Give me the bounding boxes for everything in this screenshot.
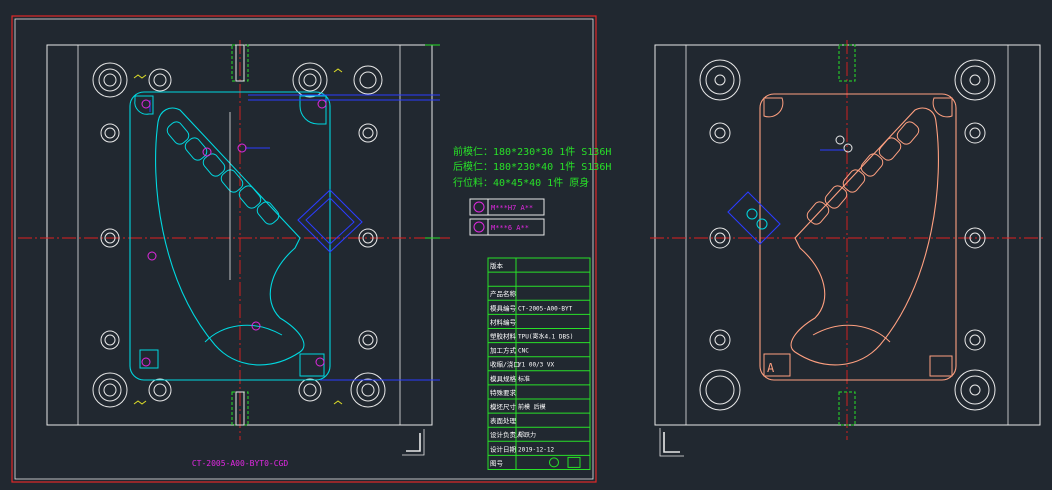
marker-circle bbox=[835, 135, 845, 145]
front-mold-view[interactable]: CT-2005-A00-BYT0-CGD 前模仁：180*230*30 1件 S… bbox=[11, 15, 611, 483]
title-block-value: 郑跃力 bbox=[518, 431, 536, 439]
title-block-value: 2019-12-12 bbox=[518, 446, 555, 453]
guide-bushing-bottom-left bbox=[92, 372, 128, 408]
title-block-label: 材料编号 bbox=[490, 317, 517, 326]
guide-bushing-bottom-right bbox=[350, 372, 386, 408]
title-block-label: 图号 bbox=[490, 459, 504, 467]
note-line-2: 后模仁：180*230*40 1件 S136H bbox=[453, 161, 611, 173]
title-block-label: 版本 bbox=[490, 261, 504, 270]
yellow-marks bbox=[133, 68, 343, 405]
guide-bushing-top-right bbox=[292, 62, 328, 98]
corner-pocket-right bbox=[929, 355, 953, 377]
note-item-1: M***H7 A** bbox=[469, 198, 545, 216]
bushing-circle bbox=[153, 73, 167, 87]
title-block-value: CNC bbox=[518, 348, 529, 355]
slider-block-right bbox=[727, 191, 781, 245]
cooling-channel-top-right bbox=[838, 44, 856, 82]
corner-pocket-right bbox=[763, 97, 784, 118]
ejector-pins bbox=[141, 99, 327, 367]
target-circle-icon bbox=[473, 221, 485, 233]
title-block-value: TPU(寄水4.1 DBS) bbox=[518, 333, 573, 341]
guide-pins-right bbox=[699, 59, 996, 411]
title-block-label: 特殊要求 bbox=[490, 388, 517, 397]
screw-holes bbox=[100, 123, 378, 350]
svg-text:M***6 A**: M***6 A** bbox=[491, 224, 529, 232]
product-outline-right bbox=[790, 107, 939, 366]
title-block-value: CT-2005-A00-BYT bbox=[518, 305, 573, 312]
product-slots-right bbox=[806, 121, 920, 225]
note-item-2: M***6 A** bbox=[469, 218, 545, 236]
bushing-circle bbox=[153, 383, 167, 397]
sheet-inner-border bbox=[14, 18, 594, 480]
title-block-label: 加工方式 bbox=[490, 346, 517, 355]
cavity-insert-outline bbox=[129, 91, 331, 381]
bushing-circle bbox=[298, 378, 322, 402]
corner-pocket bbox=[299, 353, 325, 377]
bushing-circle bbox=[353, 65, 383, 95]
guide-bushing-top-left bbox=[92, 62, 128, 98]
corner-pocket bbox=[139, 349, 159, 369]
product-outline bbox=[155, 107, 305, 366]
title-block-label: 模具规格 bbox=[490, 374, 517, 383]
title-block-label: 模具编号 bbox=[490, 303, 517, 312]
title-block-value: 标准 bbox=[518, 375, 530, 383]
title-block-label: 塑胶材料 bbox=[490, 332, 517, 341]
corner-pocket-right bbox=[763, 353, 791, 377]
cooling-pipe-bottom bbox=[235, 391, 245, 426]
product-inner-curve bbox=[204, 324, 283, 343]
title-block-label: 设计日期 bbox=[490, 444, 517, 453]
title-block-value: Y1 00/3 VX bbox=[518, 362, 555, 369]
bushing-circle bbox=[148, 378, 172, 402]
core-insert-outline bbox=[759, 93, 957, 381]
view-marker-l-right-outer bbox=[659, 428, 684, 457]
title-block-frame bbox=[487, 257, 591, 470]
slider-inner bbox=[305, 197, 355, 245]
slider-block bbox=[297, 189, 363, 253]
title-block-label: 模坯尺寸 bbox=[490, 402, 517, 411]
corner-pocket-right bbox=[932, 97, 953, 118]
title-block-label: 收缩/浇口 bbox=[490, 360, 520, 369]
product-slots bbox=[166, 121, 280, 225]
slider-pin bbox=[756, 218, 768, 230]
cooling-pipe-top bbox=[235, 44, 245, 82]
note-line-3: 行位料：40*45*40 1件 原身 bbox=[453, 176, 589, 189]
target-circle-icon bbox=[473, 201, 485, 213]
cooling-channel-bottom-right bbox=[838, 391, 856, 426]
slider-pin bbox=[746, 208, 758, 220]
back-mold-view[interactable]: A bbox=[650, 40, 1046, 457]
bushing-circle bbox=[303, 383, 317, 397]
title-block-label: 设计负责人 bbox=[490, 430, 523, 439]
view-marker-l bbox=[406, 433, 421, 452]
corner-label-a: A bbox=[767, 361, 775, 375]
projection-symbol-icon bbox=[549, 457, 559, 468]
note-line-1: 前模仁：180*230*30 1件 S136H bbox=[453, 145, 611, 158]
title-block-label: 产品名称 bbox=[490, 289, 517, 298]
corner-pocket bbox=[299, 95, 327, 125]
corner-pocket bbox=[134, 95, 154, 115]
title-block-label: 表面处理 bbox=[490, 416, 517, 425]
marker-circle bbox=[843, 143, 853, 153]
view-marker-l-outer bbox=[402, 429, 425, 456]
projection-symbol-box-icon bbox=[567, 456, 581, 468]
sheet-border bbox=[11, 15, 597, 483]
product-inner-curve-right bbox=[812, 324, 891, 343]
bushing-circle bbox=[148, 68, 172, 92]
view-marker-l-right bbox=[663, 432, 680, 453]
bushing-circle bbox=[359, 71, 377, 89]
title-block-value: 前模 后模 bbox=[518, 403, 546, 411]
svg-text:M***H7 A**: M***H7 A** bbox=[491, 204, 533, 212]
drawing-number: CT-2005-A00-BYT0-CGD bbox=[192, 459, 289, 468]
